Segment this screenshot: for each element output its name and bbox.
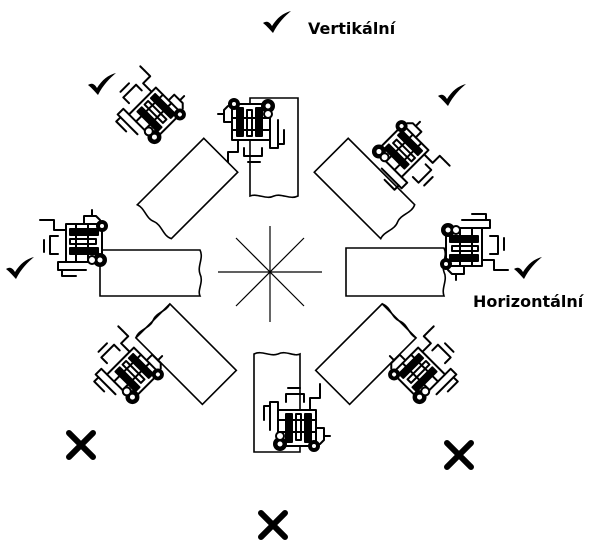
cross-mark-icon (447, 443, 471, 467)
clamp-device-icon (440, 213, 509, 281)
check-mark-icon (88, 73, 116, 95)
position-bottom-left (69, 302, 238, 457)
position-left (6, 209, 203, 297)
position-top (217, 11, 299, 199)
position-top-right (313, 84, 466, 241)
position-right (345, 213, 542, 297)
check-mark-icon (263, 11, 291, 33)
label-horizontal: Horizontální (473, 292, 584, 311)
check-mark-icon (514, 257, 542, 279)
position-bottom-right (314, 302, 475, 467)
cross-mark-icon (261, 513, 285, 537)
clamp-device-icon (39, 209, 108, 277)
position-top-left (88, 58, 239, 240)
check-mark-icon (438, 84, 466, 106)
position-bottom (253, 351, 331, 537)
check-mark-icon (6, 257, 34, 279)
label-vertical: Vertikální (308, 19, 396, 38)
center-star (218, 226, 322, 322)
cross-mark-icon (69, 433, 93, 457)
